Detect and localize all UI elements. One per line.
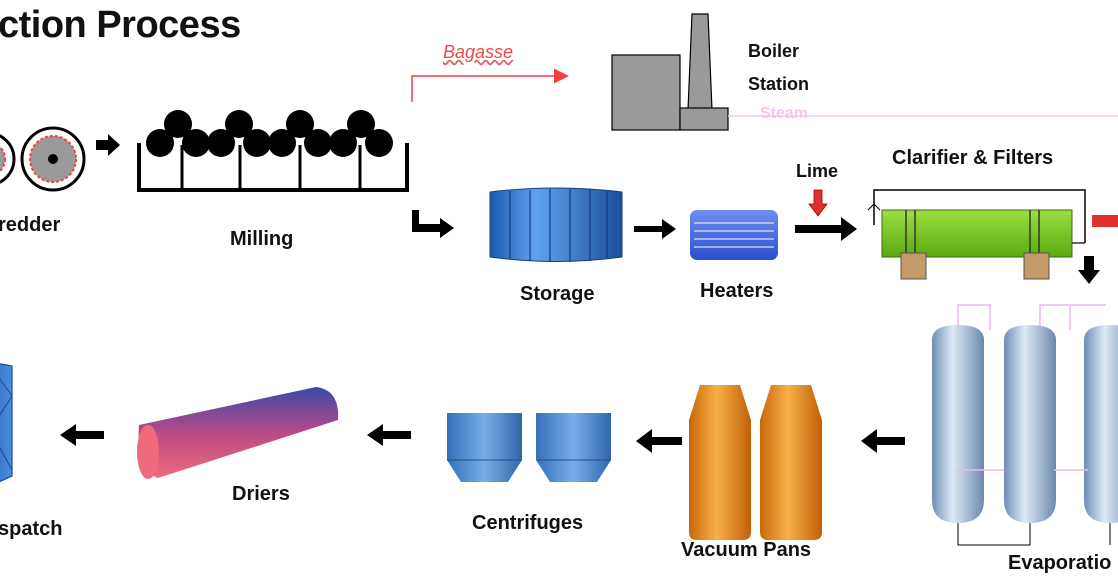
page-title: ction Process (0, 4, 241, 46)
heaters-icon (690, 210, 778, 260)
boiler-station-icon (611, 13, 729, 131)
arrow-centrifuges-to-driers (367, 424, 411, 446)
vacuum-pans-icon (689, 385, 822, 540)
arrow-evaporation-to-vacuum (861, 429, 905, 453)
dispatch-icon (0, 363, 13, 483)
heaters-label: Heaters (700, 280, 774, 302)
bagasse-arrow (411, 68, 569, 102)
shredder-icon (0, 126, 86, 192)
arrow-milling-to-storage (412, 210, 454, 238)
arrow-heaters-to-clarifier (795, 217, 857, 241)
arrow-storage-to-heaters (634, 219, 676, 239)
driers-icon (137, 387, 339, 479)
arrow-driers-to-dispatch (60, 424, 104, 446)
arrow-shredder-to-milling (96, 134, 120, 156)
driers-label: Driers (232, 483, 290, 505)
arrow-vacuum-to-centrifuges (636, 429, 682, 453)
clarifier-label: Clarifier & Filters (892, 147, 1054, 169)
bagasse-label: Bagasse (443, 42, 514, 62)
centrifuges-icon (447, 413, 611, 482)
lime-arrow (808, 189, 828, 217)
boiler-label-line1: Boiler (748, 41, 800, 61)
lime-label: Lime (796, 161, 839, 181)
milling-icon (137, 110, 409, 192)
clarifier-icon (867, 189, 1118, 280)
arrow-clarifier-to-evaporation (1078, 256, 1100, 284)
vacuum-pans-label: Vacuum Pans (681, 539, 812, 561)
shredder-label: redder (0, 214, 61, 236)
storage-tank-icon (489, 187, 623, 262)
steam-label: Steam (760, 105, 809, 122)
milling-label: Milling (230, 228, 294, 250)
dispatch-label: spatch (0, 518, 63, 540)
evaporation-label: Evaporatio (1008, 552, 1112, 574)
boiler-label-line2: Station (748, 74, 809, 94)
storage-label: Storage (520, 283, 595, 305)
evaporation-icon (932, 304, 1118, 546)
centrifuges-label: Centrifuges (472, 512, 584, 534)
